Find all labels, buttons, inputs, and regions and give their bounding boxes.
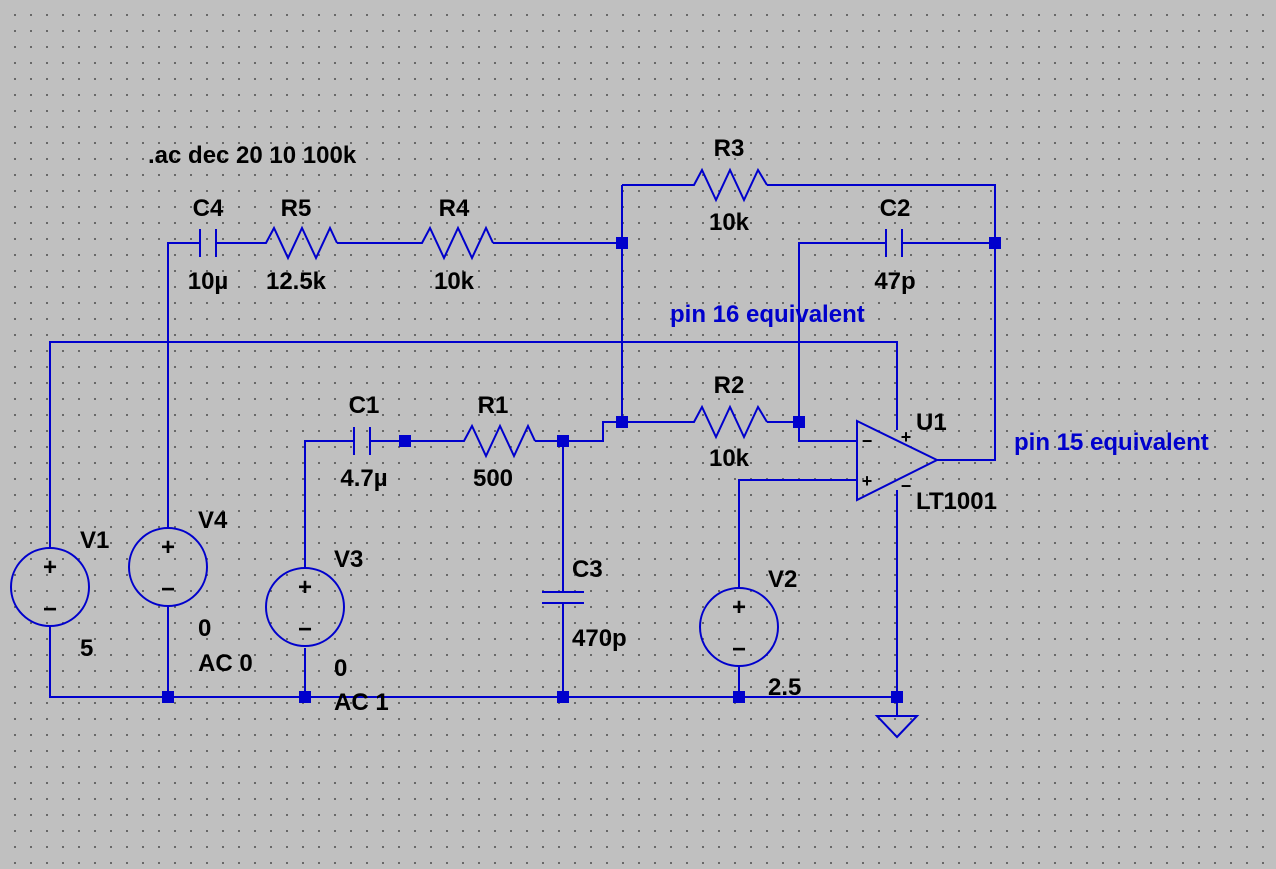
wire-r3-right — [767, 184, 996, 461]
voltage-source-v1[interactable] — [10, 537, 90, 627]
junction-ground-opamp — [891, 691, 903, 703]
v4-name: V4 — [198, 507, 228, 534]
opamp-u1[interactable] — [856, 419, 940, 502]
r1-value: 500 — [473, 465, 513, 492]
r4-value: 10k — [434, 268, 475, 295]
v1-plus-mark: + — [43, 554, 57, 581]
wire-v3-c1 — [304, 440, 354, 568]
net-label-pin16[interactable]: pin 16 equivalent — [670, 301, 865, 328]
wire-c2-left — [798, 242, 886, 422]
opamp-noninverting-mark: + — [862, 471, 873, 491]
resistor-r1[interactable] — [456, 423, 536, 459]
v3-value: 0 — [334, 655, 347, 682]
v4-ac: AC 0 — [198, 650, 253, 677]
resistor-r5[interactable] — [258, 225, 338, 261]
v2-name: V2 — [768, 566, 797, 593]
polarity-marks: + − + − + − + − − + + − — [43, 427, 911, 663]
u1-name: U1 — [916, 409, 947, 436]
junction-ground-v2 — [733, 691, 745, 703]
resistor-r4[interactable] — [414, 225, 494, 261]
resistor-r2[interactable] — [686, 404, 768, 440]
c2-value: 47p — [874, 268, 915, 295]
c1-value: 4.7µ — [340, 465, 387, 492]
voltage-source-v2[interactable] — [699, 587, 779, 667]
c4-name: C4 — [193, 195, 224, 222]
wire-node-r2 — [563, 421, 686, 442]
r4-name: R4 — [439, 195, 470, 222]
junction-ground-c3 — [557, 691, 569, 703]
v3-plus-mark: + — [298, 574, 312, 601]
wire-supply-rail — [49, 341, 898, 537]
junctions — [162, 237, 1001, 703]
v4-value: 0 — [198, 615, 211, 642]
junction-r1-c3 — [557, 435, 569, 447]
r3-value: 10k — [709, 209, 750, 236]
resistor-r3[interactable] — [686, 167, 768, 203]
capacitor-c2[interactable] — [885, 229, 903, 257]
v4-plus-mark: + — [161, 534, 175, 561]
junction-c2-right — [989, 237, 1001, 249]
v3-minus-mark: − — [298, 616, 312, 643]
r1-name: R1 — [478, 392, 509, 419]
c2-name: C2 — [880, 195, 911, 222]
v3-name: V3 — [334, 546, 363, 573]
junction-ground-v4 — [162, 691, 174, 703]
v2-value: 2.5 — [768, 674, 801, 701]
junction-r2-right — [793, 416, 805, 428]
wire-v2-opamp — [738, 479, 857, 588]
r5-value: 12.5k — [266, 268, 327, 295]
wire-ground-rail — [49, 627, 897, 698]
voltage-source-v3[interactable] — [265, 567, 345, 647]
junction-r2-left — [616, 416, 628, 428]
voltage-source-v4[interactable] — [128, 527, 208, 607]
net-label-pin15[interactable]: pin 15 equivalent — [1014, 429, 1209, 456]
opamp-inverting-mark: − — [862, 431, 873, 451]
c1-name: C1 — [349, 392, 380, 419]
capacitor-c1[interactable] — [353, 427, 371, 455]
c4-value: 10µ — [188, 268, 229, 295]
wire-r2-opamp — [767, 421, 857, 442]
capacitor-c3[interactable] — [542, 591, 584, 604]
labels: .ac dec 20 10 100k C4 10µ R5 12.5k R4 10… — [80, 135, 1209, 716]
c3-name: C3 — [572, 556, 603, 583]
v1-value: 5 — [80, 635, 93, 662]
r2-value: 10k — [709, 445, 750, 472]
v1-name: V1 — [80, 527, 109, 554]
junction-r4-node — [616, 237, 628, 249]
opamp-vminus-mark: − — [901, 476, 912, 496]
r5-name: R5 — [281, 195, 312, 222]
opamp-vplus-mark: + — [901, 427, 912, 447]
junction-ground-v3 — [299, 691, 311, 703]
junction-c1-r1 — [399, 435, 411, 447]
spice-directive[interactable]: .ac dec 20 10 100k — [148, 142, 357, 169]
u1-model: LT1001 — [916, 488, 997, 515]
capacitor-c4[interactable] — [199, 229, 217, 257]
v1-minus-mark: − — [43, 596, 57, 623]
v4-minus-mark: − — [161, 576, 175, 603]
v3-ac: AC 1 — [334, 689, 389, 716]
v2-minus-mark: − — [732, 636, 746, 663]
wire-c4-top-branch — [167, 242, 200, 342]
c3-value: 470p — [572, 625, 627, 652]
wires — [49, 184, 996, 698]
r3-name: R3 — [714, 135, 745, 162]
r2-name: R2 — [714, 372, 745, 399]
v2-plus-mark: + — [732, 594, 746, 621]
